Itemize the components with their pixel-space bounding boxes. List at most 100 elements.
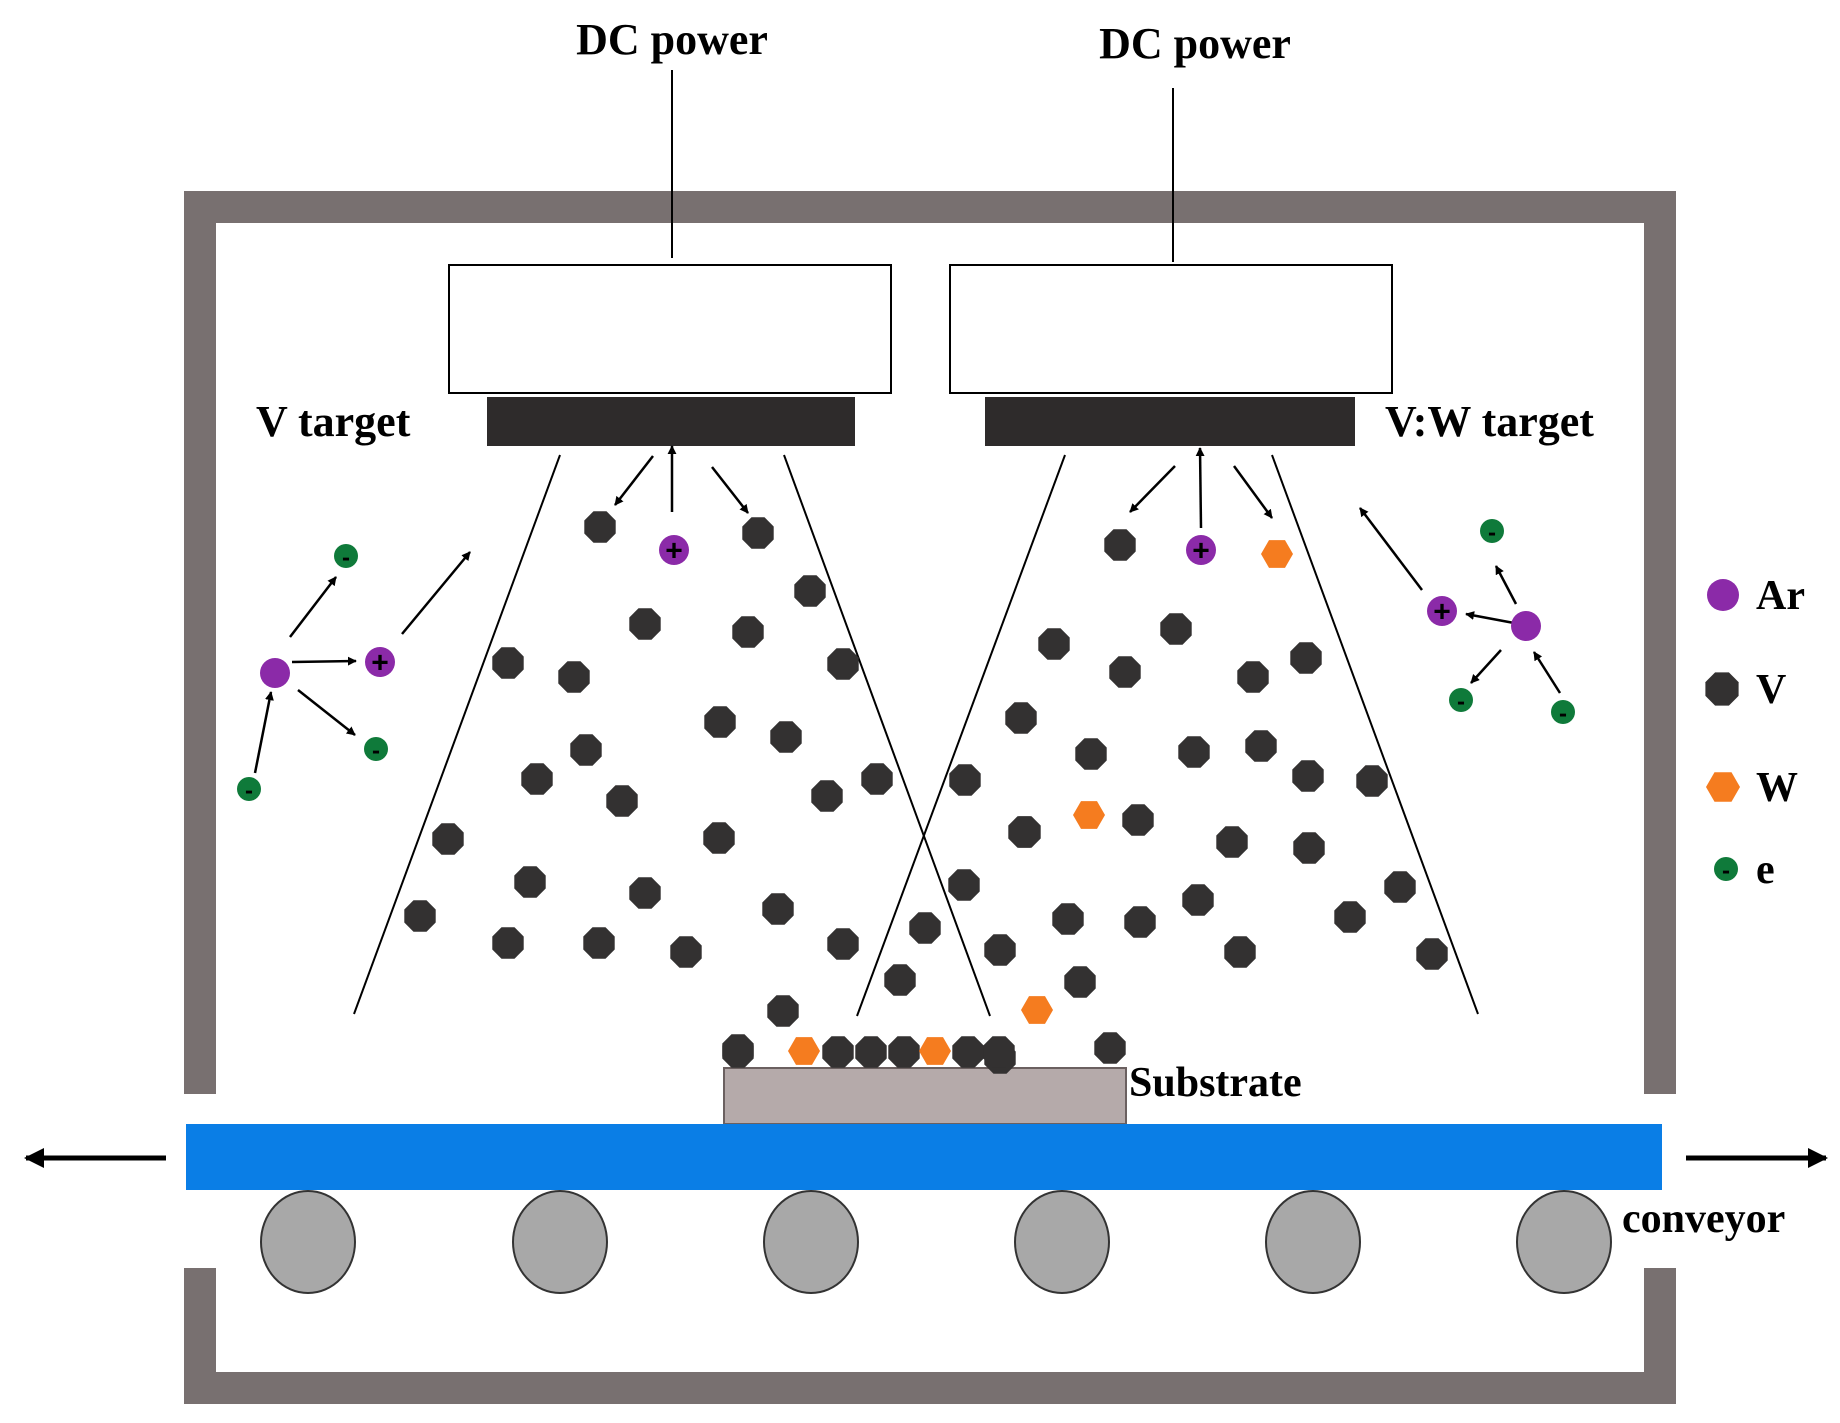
- v-particle: [984, 934, 1016, 966]
- trajectory-arrow: [1494, 565, 1518, 605]
- electron: -: [1449, 688, 1473, 716]
- v-particle: [670, 936, 702, 968]
- roller: [512, 1190, 608, 1294]
- v-particle: [822, 1036, 854, 1068]
- electron: -: [1480, 519, 1504, 547]
- v-particle: [704, 706, 736, 738]
- v-particle: [584, 511, 616, 543]
- v-particle: [732, 616, 764, 648]
- vw-target-plate: [985, 397, 1355, 446]
- chamber-lower-wall: [184, 1268, 1676, 1404]
- v-particle: [762, 893, 794, 925]
- v-particle: [703, 822, 735, 854]
- ar-atom: [260, 658, 290, 688]
- trajectory-arrow: [297, 689, 356, 736]
- chamber-upper-wall: [184, 191, 1676, 1094]
- v-particle: [827, 648, 859, 680]
- v-particle: [983, 1036, 1015, 1068]
- dc-power-left-label: DC power: [576, 15, 768, 64]
- w-particle: [788, 1037, 820, 1065]
- legend-item-w: W: [1706, 765, 1798, 811]
- charge-sign: -: [1559, 701, 1567, 728]
- v-particle: [722, 1036, 754, 1068]
- v-particle: [1292, 760, 1324, 792]
- electron: -: [237, 777, 261, 805]
- magnetron-left: [448, 264, 892, 394]
- v-particle: [811, 780, 843, 812]
- ar-atom: [1511, 611, 1541, 641]
- charge-sign: -: [1457, 689, 1465, 716]
- v-particle: [606, 785, 638, 817]
- legend-label: e: [1756, 847, 1775, 893]
- v-particle-icon: [1705, 672, 1739, 706]
- trajectory-arrow: [711, 466, 749, 514]
- trajectory-arrow: [289, 576, 337, 638]
- roller: [260, 1190, 356, 1294]
- trajectory-arrows: [253, 445, 1562, 774]
- charge-sign: +: [1192, 535, 1210, 568]
- v-particle: [909, 912, 941, 944]
- charge-sign: +: [1433, 596, 1451, 629]
- electron: -: [1551, 700, 1575, 728]
- v-particle: [558, 661, 590, 693]
- trajectory-arrow: [1532, 651, 1562, 694]
- v-particle: [794, 575, 826, 607]
- v-particle: [1216, 826, 1248, 858]
- conveyor-belt: [186, 1124, 1662, 1190]
- plume-right-outer: [1271, 454, 1479, 1015]
- v-particle: [1160, 613, 1192, 645]
- charge-sign: -: [1488, 520, 1496, 547]
- conveyor-rollers: [260, 1190, 1612, 1294]
- v-particle: [1009, 816, 1041, 848]
- charge-sign: -: [245, 778, 253, 805]
- electron: -: [364, 737, 388, 765]
- v-particle: [770, 721, 802, 753]
- v-particle: [1122, 804, 1154, 836]
- v-particle: [952, 1036, 984, 1068]
- v-particle: [827, 928, 859, 960]
- v-particle: [1384, 871, 1416, 903]
- v-particle: [948, 869, 980, 901]
- v-particle: [1038, 628, 1070, 660]
- trajectory-arrow: [1195, 447, 1205, 529]
- v-particle: [521, 763, 553, 795]
- trajectory-arrow: [1470, 649, 1502, 684]
- particles: ++++------: [237, 511, 1575, 1074]
- ar-ion: +: [659, 535, 689, 568]
- v-particle: [1224, 936, 1256, 968]
- trajectory-arrow: [291, 656, 357, 666]
- v-particle: [1334, 901, 1366, 933]
- legend-label: V: [1756, 667, 1786, 713]
- v-particle: [1416, 938, 1448, 970]
- v-particle: [514, 866, 546, 898]
- v-target-plate: [487, 397, 855, 446]
- conveyor-label: conveyor: [1622, 1196, 1785, 1242]
- v-particle: [742, 517, 774, 549]
- v-particle: [432, 823, 464, 855]
- vacuum-chamber: [184, 191, 1676, 1404]
- plume-left-outer: [353, 454, 561, 1015]
- roller: [1516, 1190, 1612, 1294]
- trajectory-arrow: [1129, 465, 1176, 513]
- v-particle: [1094, 1032, 1126, 1064]
- substrate: [723, 1067, 1127, 1125]
- v-particle: [888, 1036, 920, 1068]
- charge-sign: -: [372, 738, 380, 765]
- v-particle: [1109, 656, 1141, 688]
- v-particle: [492, 647, 524, 679]
- trajectory-arrow: [1359, 507, 1423, 591]
- vw-target-label: V:W target: [1385, 397, 1594, 446]
- v-particle: [1237, 661, 1269, 693]
- charge-sign: +: [371, 647, 389, 680]
- w-particle: [1261, 540, 1293, 568]
- w-particle: [1073, 801, 1105, 829]
- v-particle: [570, 734, 602, 766]
- roller: [1265, 1190, 1361, 1294]
- w-particle-icon: [1706, 772, 1740, 802]
- trajectory-arrow: [614, 455, 654, 506]
- v-particle: [861, 763, 893, 795]
- v-target-label: V target: [256, 397, 411, 446]
- trajectory-arrow: [401, 551, 471, 635]
- ar-ion: +: [1186, 535, 1216, 568]
